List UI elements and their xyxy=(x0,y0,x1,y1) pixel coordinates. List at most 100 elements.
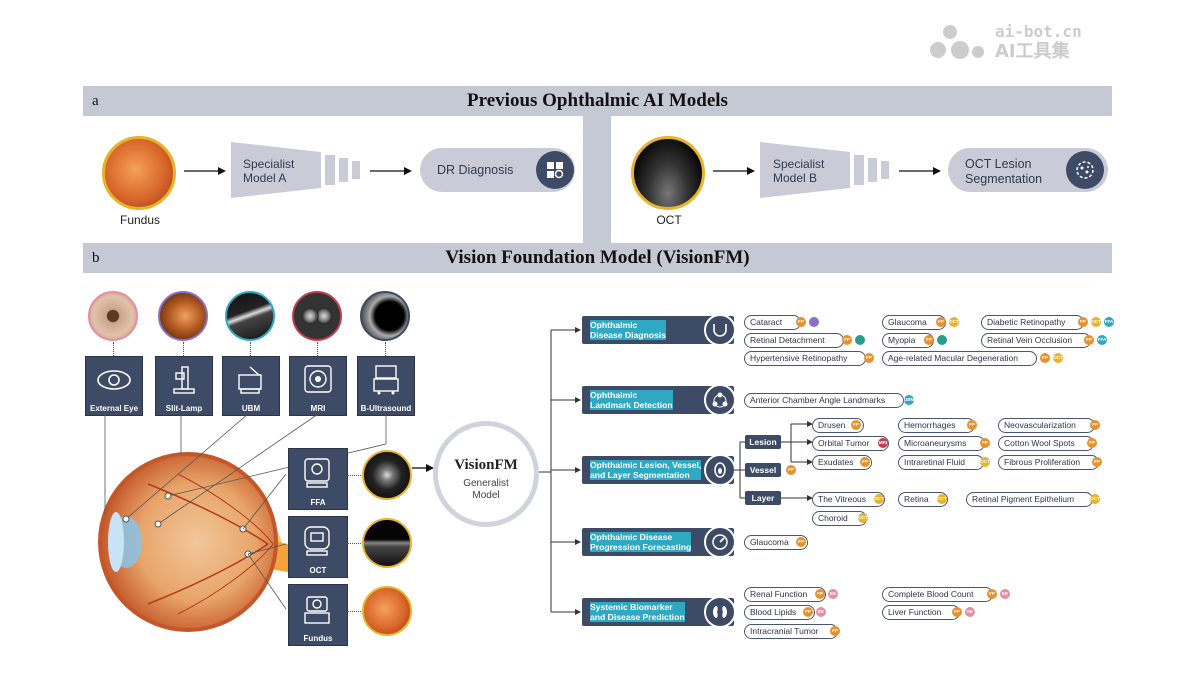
us-dot xyxy=(855,335,865,345)
dr-diagnosis-label: DR Diagnosis xyxy=(437,163,514,177)
mri-card: MRI xyxy=(289,356,347,416)
fp-dot: FP xyxy=(1040,353,1050,363)
arrow-icon xyxy=(899,167,941,175)
slit-lamp-icon xyxy=(173,366,195,394)
specialist-model-b-label: Specialist Model B xyxy=(773,157,824,185)
panel-b-header: b Vision Foundation Model (VisionFM) xyxy=(83,243,1112,273)
watermark: ai-bot.cn AI工具集 xyxy=(995,22,1082,62)
ubm-dot: UBM xyxy=(904,395,914,405)
ffa-thumb-icon xyxy=(362,450,412,500)
tag-retinal-detachment: Retinal Detachment xyxy=(744,333,844,348)
visionfm-sub2: Model xyxy=(472,490,500,501)
task-bracket xyxy=(539,327,581,615)
oct-image-icon xyxy=(631,136,705,210)
fp-dot: FP xyxy=(967,420,977,430)
fp-dot: FP xyxy=(1084,335,1094,345)
fp-dot: FP xyxy=(1078,317,1088,327)
connector xyxy=(347,543,361,544)
tag-neovascularization: Neovascularization xyxy=(998,418,1095,433)
tag-liver-function: Liver Function xyxy=(882,605,961,620)
segmentation-icon xyxy=(704,454,736,486)
fp-dot: FP xyxy=(803,607,813,617)
fp-dot: FP xyxy=(952,607,962,617)
visionfm-sub1: Generalist xyxy=(463,478,509,489)
oct-segmentation-label: OCT Lesion Segmentation xyxy=(965,157,1042,187)
oct-dot: OCT xyxy=(1090,494,1100,504)
slit-lamp-label: Slit-Lamp xyxy=(165,404,203,413)
oct-thumb-icon xyxy=(362,518,412,568)
connector xyxy=(347,475,361,476)
arrow-icon xyxy=(412,464,434,472)
tag-intracranial-tumor: Intracranial Tumor xyxy=(744,624,838,639)
panel-a-letter: a xyxy=(92,93,99,109)
fp-dot: FP xyxy=(864,353,874,363)
external-eye-label: External Eye xyxy=(89,404,139,413)
lesion-segmentation-icon xyxy=(1066,151,1104,189)
ubm-label: UBM xyxy=(241,404,261,413)
us-dot xyxy=(937,335,947,345)
tag-cotton-wool-spots: Cotton Wool Spots xyxy=(998,436,1094,451)
tag-glaucoma-forecast: Glaucoma xyxy=(744,535,808,550)
tag-intraretinal-fluid: Intraretinal Fluid xyxy=(898,455,984,470)
slit-lamp-thumb-icon xyxy=(158,291,208,341)
fundus-label: Fundus xyxy=(119,213,161,227)
fundus-card-label: Fundus xyxy=(303,634,333,643)
fp-dot: FP xyxy=(860,457,870,467)
mri-scanner-icon xyxy=(304,365,332,393)
ffa-card: FFA xyxy=(288,448,348,510)
model-a-line2: Model A xyxy=(243,171,287,185)
fp-dot: FP xyxy=(851,420,861,430)
sub-lesion: Lesion xyxy=(745,435,781,449)
connector xyxy=(317,342,318,356)
tag-cataract: Cataract xyxy=(744,315,802,330)
specialist-model-b-shape xyxy=(760,142,889,198)
oct-seg-line1: OCT Lesion xyxy=(965,157,1032,171)
sub-layer: Layer xyxy=(745,491,781,505)
tag-renal-function: Renal Function xyxy=(744,587,827,602)
arrow-icon xyxy=(184,167,226,175)
fp-dot: FP xyxy=(786,465,796,475)
fp-dot: FP xyxy=(796,537,806,547)
ubm-thumb-icon xyxy=(225,291,275,341)
panel-a-title: Previous Ophthalmic AI Models xyxy=(467,90,728,111)
oct-dot: OCT xyxy=(949,317,959,327)
fundus-card: Fundus xyxy=(288,584,348,646)
model-a-line1: Specialist xyxy=(243,157,295,171)
task-segmentation: Ophthalmic Lesion, Vessel,and Layer Segm… xyxy=(582,454,736,486)
arrow-icon xyxy=(370,167,412,175)
b-ultrasound-label: B-Ultrasound xyxy=(360,404,412,413)
mri-thumb-icon xyxy=(292,291,342,341)
connector xyxy=(113,342,114,356)
oct-label: OCT xyxy=(656,213,682,227)
ee-dot: EE xyxy=(816,607,826,617)
tag-complete-blood-count: Complete Blood Count xyxy=(882,587,993,602)
oct-dot: OCT xyxy=(937,494,947,504)
tag-rpe: Retinal Pigment Epithelium xyxy=(966,492,1094,507)
panel-a-header: a Previous Ophthalmic AI Models xyxy=(83,86,1112,116)
slit-lamp-card: Slit-Lamp xyxy=(155,356,213,416)
panel-b-letter: b xyxy=(92,250,100,266)
ultrasound-machine-icon xyxy=(373,365,399,395)
lesion-branch-lines xyxy=(781,421,813,501)
panel-b-title: Vision Foundation Model (VisionFM) xyxy=(445,247,750,268)
ffa-dot: FFA xyxy=(1097,335,1107,345)
oct-dot: OCT xyxy=(980,457,990,467)
model-b-line1: Specialist xyxy=(773,157,825,171)
visionfm-center: VisionFM Generalist Model xyxy=(433,421,539,527)
gauge-icon xyxy=(704,526,736,558)
oct-dot: OCT xyxy=(858,513,868,523)
watermark-line2: AI工具集 xyxy=(995,41,1070,62)
connector xyxy=(385,342,386,356)
oct-card-label: OCT xyxy=(309,566,327,575)
tag-fibrous-proliferation: Fibrous Proliferation xyxy=(998,455,1100,470)
visionfm-name: VisionFM xyxy=(454,457,518,473)
eye-anatomy-icon xyxy=(98,414,387,632)
landmark-icon xyxy=(704,384,736,416)
watermark-logo-icon xyxy=(930,25,984,59)
fp-dot: FP xyxy=(936,317,946,327)
panel-a-divider xyxy=(583,116,611,246)
